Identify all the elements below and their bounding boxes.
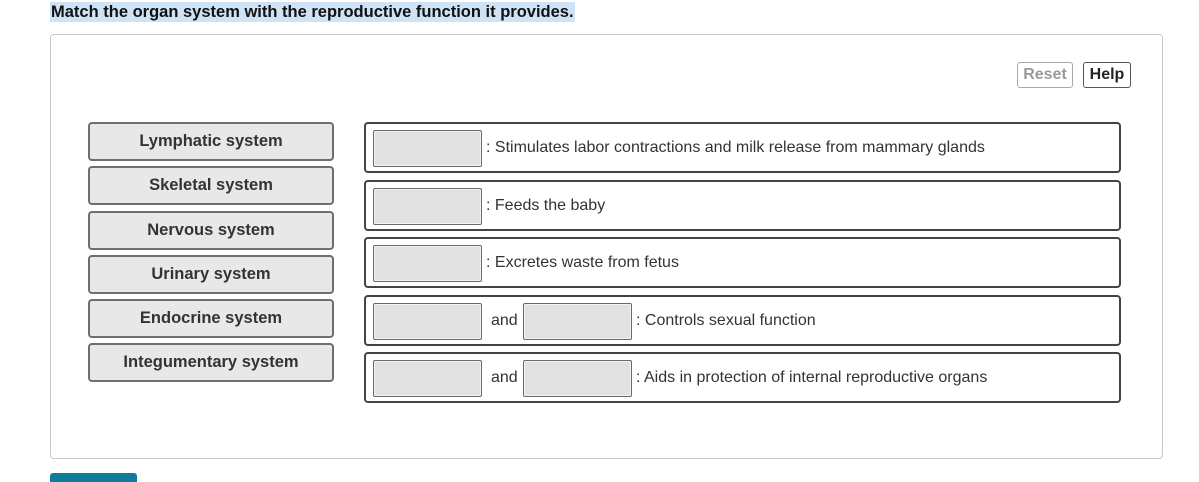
drop-slot[interactable] bbox=[373, 130, 482, 167]
target-description: : Stimulates labor contractions and milk… bbox=[486, 139, 985, 156]
drop-slot[interactable] bbox=[373, 245, 482, 282]
target-description: : Controls sexual function bbox=[636, 311, 816, 329]
chip-nervous-system[interactable]: Nervous system bbox=[88, 210, 334, 250]
target-list: : Stimulates labor contractions and milk… bbox=[364, 122, 1121, 410]
chip-endocrine-system[interactable]: Endocrine system bbox=[88, 299, 334, 339]
drop-slot[interactable] bbox=[523, 360, 632, 397]
drop-slot[interactable] bbox=[523, 302, 632, 340]
chip-lymphatic-system[interactable]: Lymphatic system bbox=[88, 122, 334, 161]
and-connector: and bbox=[491, 311, 518, 329]
target-description: : Feeds the baby bbox=[486, 196, 606, 214]
drop-slot[interactable] bbox=[373, 302, 482, 340]
chip-integumentary-system[interactable]: Integumentary system bbox=[88, 343, 334, 383]
target-description: : Aids in protection of internal reprodu… bbox=[636, 369, 988, 386]
answer-bank: Lymphatic system Skeletal system Nervous… bbox=[88, 122, 334, 388]
chip-urinary-system[interactable]: Urinary system bbox=[88, 254, 334, 294]
and-connector: and bbox=[491, 369, 518, 386]
target-row: and : Aids in protection of internal rep… bbox=[364, 352, 1121, 403]
drop-slot[interactable] bbox=[373, 360, 482, 397]
reset-button[interactable]: Reset bbox=[1017, 62, 1073, 88]
help-button[interactable]: Help bbox=[1083, 62, 1131, 88]
question-prompt: Match the organ system with the reproduc… bbox=[50, 2, 575, 22]
drop-slot[interactable] bbox=[373, 187, 482, 225]
submit-button[interactable] bbox=[50, 473, 137, 482]
target-row: : Excretes waste from fetus bbox=[364, 237, 1121, 288]
chip-skeletal-system[interactable]: Skeletal system bbox=[88, 166, 334, 206]
target-row: : Feeds the baby bbox=[364, 179, 1121, 231]
target-row: and : Controls sexual function bbox=[364, 294, 1121, 346]
target-row: : Stimulates labor contractions and milk… bbox=[364, 122, 1121, 173]
target-description: : Excretes waste from fetus bbox=[486, 254, 679, 271]
